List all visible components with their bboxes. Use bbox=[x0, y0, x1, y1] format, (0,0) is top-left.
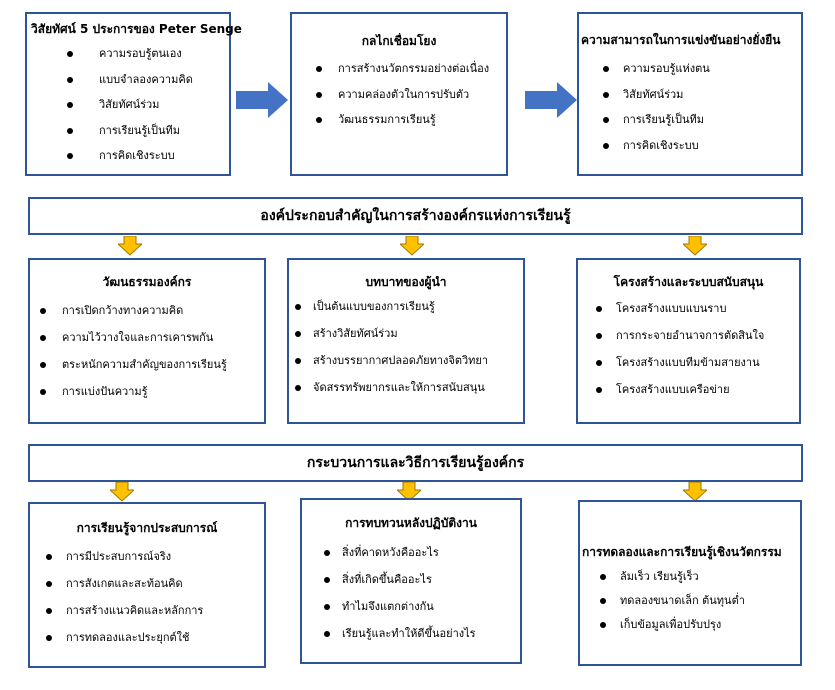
experiment-box: การทดลองและการเรียนรู้เชิงนวัตกรรม ล้มเร… bbox=[578, 500, 802, 666]
list-item: การเรียนรู้เป็นทีม bbox=[66, 123, 181, 137]
experience-box: การเรียนรู้จากประสบการณ์ การมีประสบการณ์… bbox=[28, 502, 266, 668]
senge-box: วิสัยทัศน์ 5 ประการของ Peter Senge ความร… bbox=[25, 12, 242, 176]
competitiveness-list: ความรอบรู้แห่งตนวิสัยทัศน์ร่วมการเรียนรู… bbox=[579, 14, 801, 174]
culture-list: การเปิดกว้างทางความคิดความไว้วางใจและการ… bbox=[30, 260, 264, 422]
components-banner-label: องค์ประกอบสำคัญในการสร้างองค์กรแห่งการเร… bbox=[260, 208, 571, 224]
list-item: สร้างบรรยากาศปลอดภัยทางจิตวิทยา bbox=[294, 354, 489, 367]
aar-list: สิ่งที่คาดหวังคืออะไรสิ่งที่เกิดขึ้นคืออ… bbox=[302, 500, 520, 662]
leader-title: บทบาทของผู้นำ bbox=[365, 275, 447, 289]
list-item: เป็นต้นแบบของการเรียนรู้ bbox=[295, 300, 435, 313]
list-item: ความรอบรู้แห่งตน bbox=[603, 62, 710, 75]
senge-title: วิสัยทัศน์ 5 ประการของ Peter Senge bbox=[31, 22, 242, 36]
senge-list: ความรอบรู้ตนเองแบบจำลองความคิดวิสัยทัศน์… bbox=[27, 14, 229, 174]
linkage-list: การสร้างนวัตกรรมอย่างต่อเนื่องความคล่องต… bbox=[292, 14, 506, 174]
list-item: ล้มเร็ว เรียนรู้เร็ว bbox=[600, 570, 699, 583]
components-banner: องค์ประกอบสำคัญในการสร้างองค์กรแห่งการเร… bbox=[28, 197, 803, 235]
structure-box: โครงสร้างและระบบสนับสนุน โครงสร้างแบบแบน… bbox=[576, 258, 801, 424]
aar-title: การทบทวนหลังปฏิบัติงาน bbox=[345, 516, 477, 530]
culture-box: วัฒนธรรมองค์กร การเปิดกว้างทางความคิดควา… bbox=[28, 258, 266, 424]
list-item: การทดลองและประยุกต์ใช้ bbox=[45, 631, 190, 644]
list-item: การสร้างนวัตกรรมอย่างต่อเนื่อง bbox=[315, 62, 490, 75]
down-arrow-icon bbox=[400, 236, 424, 256]
list-item: โครงสร้างแบบทีมข้ามสายงาน bbox=[596, 356, 760, 369]
experience-list: การมีประสบการณ์จริงการสังเกตและสะท้อนคิด… bbox=[30, 504, 264, 666]
structure-list: โครงสร้างแบบแบนราบการกระจายอำนาจการตัดสิ… bbox=[578, 260, 799, 422]
list-item: ตระหนักความสำคัญของการเรียนรู้ bbox=[40, 358, 227, 371]
list-item: สิ่งที่เกิดขึ้นคืออะไร bbox=[324, 573, 432, 586]
process-banner-label: กระบวนการและวิธีการเรียนรู้องค์กร bbox=[306, 455, 525, 471]
down-arrow-icon bbox=[397, 482, 421, 502]
aar-box: การทบทวนหลังปฏิบัติงาน สิ่งที่คาดหวังคือ… bbox=[300, 498, 522, 664]
list-item: ความคล่องตัวในการปรับตัว bbox=[315, 87, 470, 101]
list-item: สิ่งที่คาดหวังคืออะไร bbox=[324, 546, 439, 559]
list-item: การแบ่งปันความรู้ bbox=[40, 385, 148, 398]
list-item: การเรียนรู้เป็นทีม bbox=[602, 113, 705, 126]
experience-title: การเรียนรู้จากประสบการณ์ bbox=[76, 521, 218, 535]
list-item: แบบจำลองความคิด bbox=[67, 72, 193, 86]
list-item: ทดลองขนาดเล็ก ต้นทุนต่ำ bbox=[600, 594, 745, 607]
competitiveness-box: ความสามารถในการแข่งขันอย่างยั่งยืน ความร… bbox=[577, 12, 803, 176]
list-item: การมีประสบการณ์จริง bbox=[45, 550, 172, 563]
list-item: เก็บข้อมูลเพื่อปรับปรุง bbox=[599, 618, 722, 631]
structure-title: โครงสร้างและระบบสนับสนุน bbox=[613, 275, 764, 289]
list-item: การสร้างแนวคิดและหลักการ bbox=[45, 604, 204, 617]
down-arrow-icon bbox=[118, 236, 142, 256]
down-arrow-icon bbox=[110, 482, 134, 502]
down-arrow-icon bbox=[683, 236, 707, 256]
list-item: วิสัยทัศน์ร่วม bbox=[602, 87, 684, 101]
list-item: ความไว้วางใจและการเคารพกัน bbox=[39, 331, 214, 344]
list-item: โครงสร้างแบบแบนราบ bbox=[595, 302, 727, 315]
list-item: วิสัยทัศน์ร่วม bbox=[66, 98, 160, 111]
list-item: การสังเกตและสะท้อนคิด bbox=[46, 577, 183, 590]
right-arrow-icon bbox=[525, 82, 577, 118]
list-item: ความรอบรู้ตนเอง bbox=[67, 47, 182, 60]
list-item: การคิดเชิงระบบ bbox=[67, 149, 175, 162]
list-item: การกระจายอำนาจการตัดสินใจ bbox=[595, 329, 765, 342]
list-item: การเปิดกว้างทางความคิด bbox=[39, 304, 184, 317]
right-arrow-icon bbox=[236, 82, 288, 118]
experiment-title: การทดลองและการเรียนรู้เชิงนวัตกรรม bbox=[582, 545, 782, 559]
leader-box: บทบาทของผู้นำ เป็นต้นแบบของการเรียนรู้สร… bbox=[287, 258, 525, 424]
linkage-title: กลไกเชื่อมโยง bbox=[361, 34, 437, 48]
list-item: วัฒนธรรมการเรียนรู้ bbox=[316, 113, 436, 126]
leader-list: เป็นต้นแบบของการเรียนรู้สร้างวิสัยทัศน์ร… bbox=[289, 260, 523, 422]
process-banner: กระบวนการและวิธีการเรียนรู้องค์กร bbox=[28, 444, 803, 482]
experiment-list: ล้มเร็ว เรียนรู้เร็วทดลองขนาดเล็ก ต้นทุน… bbox=[580, 502, 800, 664]
list-item: การคิดเชิงระบบ bbox=[603, 138, 699, 152]
down-arrow-icon bbox=[683, 482, 707, 502]
list-item: เรียนรู้และทำให้ดีขึ้นอย่างไร bbox=[324, 627, 476, 640]
list-item: จัดสรรทรัพยากรและให้การสนับสนุน bbox=[295, 381, 485, 394]
list-item: ทำไมจึงแตกต่างกัน bbox=[324, 600, 434, 613]
list-item: โครงสร้างแบบเครือข่าย bbox=[596, 383, 730, 396]
culture-title: วัฒนธรรมองค์กร bbox=[102, 275, 192, 289]
list-item: สร้างวิสัยทัศน์ร่วม bbox=[295, 327, 398, 340]
linkage-box: กลไกเชื่อมโยง การสร้างนวัตกรรมอย่างต่อเน… bbox=[290, 12, 508, 176]
competitiveness-title: ความสามารถในการแข่งขันอย่างยั่งยืน bbox=[581, 33, 781, 47]
